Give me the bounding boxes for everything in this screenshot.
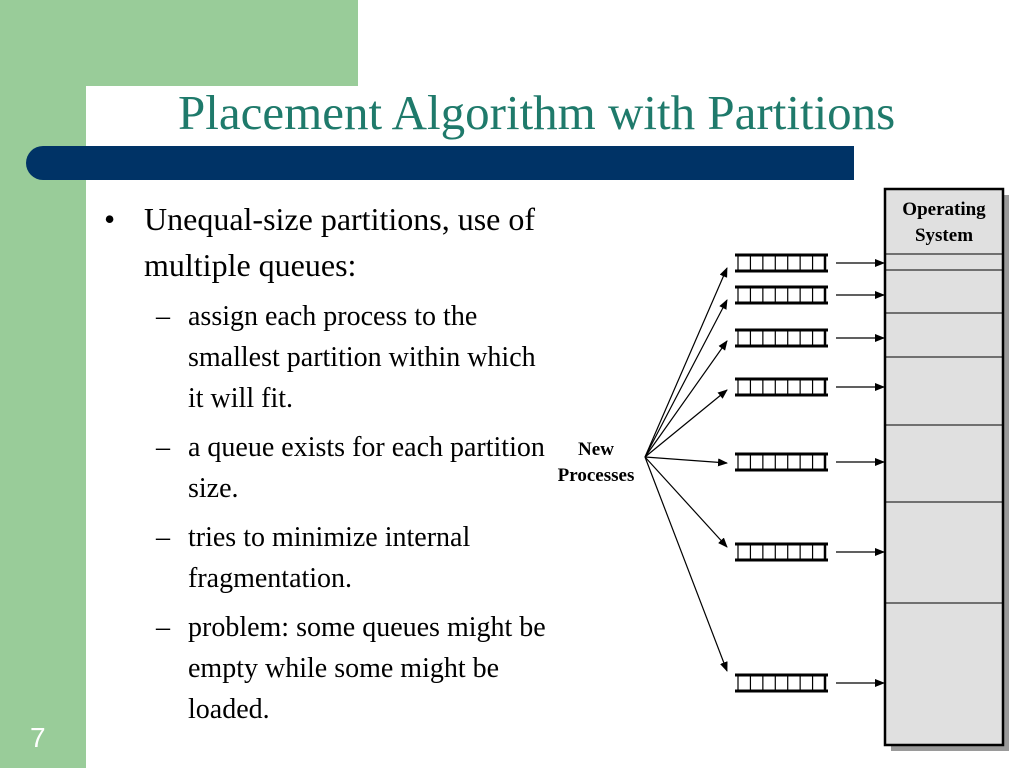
main-bullet-text: Unequal-size partitions, use of multiple… — [144, 201, 535, 283]
sub-bullet-list: – assign each process to the smallest pa… — [104, 296, 554, 730]
fan-arrow — [644, 456, 728, 548]
queue — [735, 452, 885, 472]
fan-arrow — [644, 267, 728, 458]
sub-bullet: – a queue exists for each partition size… — [104, 427, 554, 509]
sub-bullet-text: assign each process to the smallest part… — [188, 301, 536, 414]
sub-bullet: – assign each process to the smallest pa… — [104, 296, 554, 419]
sub-bullet-text: a queue exists for each partition size. — [188, 432, 545, 504]
sub-bullet: – tries to minimize internal fragmentati… — [104, 517, 554, 599]
slide-number: 7 — [30, 722, 46, 753]
main-bullet: • Unequal-size partitions, use of multip… — [104, 196, 554, 288]
queue — [735, 377, 885, 397]
new-processes-label: Processes — [558, 465, 635, 486]
fan-arrows — [644, 267, 728, 672]
queue — [735, 673, 885, 693]
new-processes-label: New — [578, 439, 614, 460]
queue — [735, 285, 885, 305]
slide-title: Placement Algorithm with Partitions — [178, 85, 896, 140]
sub-bullet: – problem: some queues might be empty wh… — [104, 607, 554, 730]
queue — [735, 328, 885, 348]
partition-lines — [885, 253, 1003, 604]
queue — [735, 253, 885, 273]
os-label: System — [915, 225, 973, 246]
sub-bullet-text: tries to minimize internal fragmentation… — [188, 522, 471, 594]
dash-mark: – — [156, 432, 170, 463]
sub-bullet-text: problem: some queues might be empty whil… — [188, 612, 546, 725]
top-green-band — [0, 0, 358, 86]
bullet-list: • Unequal-size partitions, use of multip… — [104, 196, 554, 738]
fan-arrow — [644, 456, 728, 672]
partition-queues-diagram: Operating System New Processes — [558, 187, 1009, 751]
fan-arrow — [644, 389, 728, 458]
fan-arrow — [644, 456, 728, 467]
left-green-band — [0, 0, 86, 768]
title-underline-bar — [26, 146, 854, 180]
os-label: Operating — [902, 199, 986, 220]
fan-arrow — [644, 340, 728, 458]
queue — [735, 542, 885, 562]
memory-block — [883, 187, 1005, 747]
queues — [735, 253, 885, 693]
fan-arrow — [644, 299, 728, 458]
bullet-dot: • — [104, 201, 116, 237]
dash-mark: – — [156, 612, 170, 643]
dash-mark: – — [156, 301, 170, 332]
dash-mark: – — [156, 522, 170, 553]
